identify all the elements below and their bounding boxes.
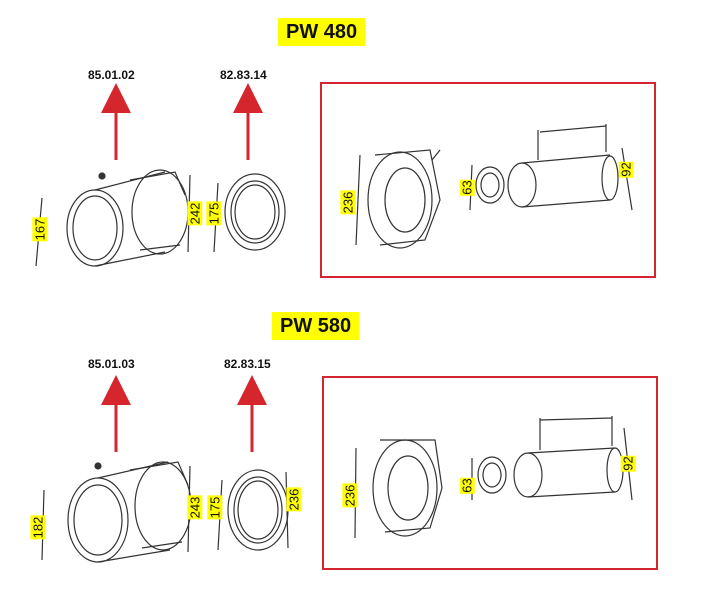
model-label-pw480: PW 480 — [278, 18, 366, 46]
dim-adapter-height-pw580: 182 — [30, 515, 46, 540]
dim-kit-flange-pw480: 236 — [340, 190, 356, 215]
ring-drawing-pw580 — [217, 469, 289, 551]
section-pw580 — [41, 375, 289, 563]
part-code-left-pw480: 85.01.02 — [88, 68, 135, 82]
dim-kit-pipe-pw580: 92 — [620, 455, 636, 472]
dim-kit-flange-pw580: 236 — [342, 483, 358, 508]
kit-drawing-pw480 — [355, 124, 633, 249]
dim-adapter-diameter-pw480: 242 — [187, 201, 203, 226]
kit-frame-pw480 — [320, 82, 656, 278]
part-code-right-pw580: 82.83.15 — [224, 357, 271, 371]
ring-drawing-pw480 — [213, 173, 286, 253]
dim-ring-diameter-pw580: 175 — [207, 495, 223, 520]
dim-adapter-diameter-pw580: 243 — [187, 495, 203, 520]
model-label-pw580: PW 580 — [272, 312, 360, 340]
dim-ring-outer-pw580: 236 — [286, 487, 302, 512]
adapter-drawing-pw580 — [41, 461, 192, 563]
dim-adapter-height-pw480: 167 — [32, 217, 48, 242]
part-code-right-pw480: 82.83.14 — [220, 68, 267, 82]
kit-frame-pw580 — [322, 376, 658, 570]
kit-drawing-pw580 — [354, 416, 633, 539]
dim-kit-small-pw580: 63 — [459, 477, 475, 494]
section-pw480 — [35, 83, 286, 267]
part-code-left-pw580: 85.01.03 — [88, 357, 135, 371]
adapter-drawing-pw480 — [35, 169, 191, 267]
dim-ring-diameter-pw480: 175 — [206, 201, 222, 226]
dim-kit-pipe-pw480: 92 — [618, 161, 634, 178]
dim-kit-small-pw480: 63 — [459, 179, 475, 196]
